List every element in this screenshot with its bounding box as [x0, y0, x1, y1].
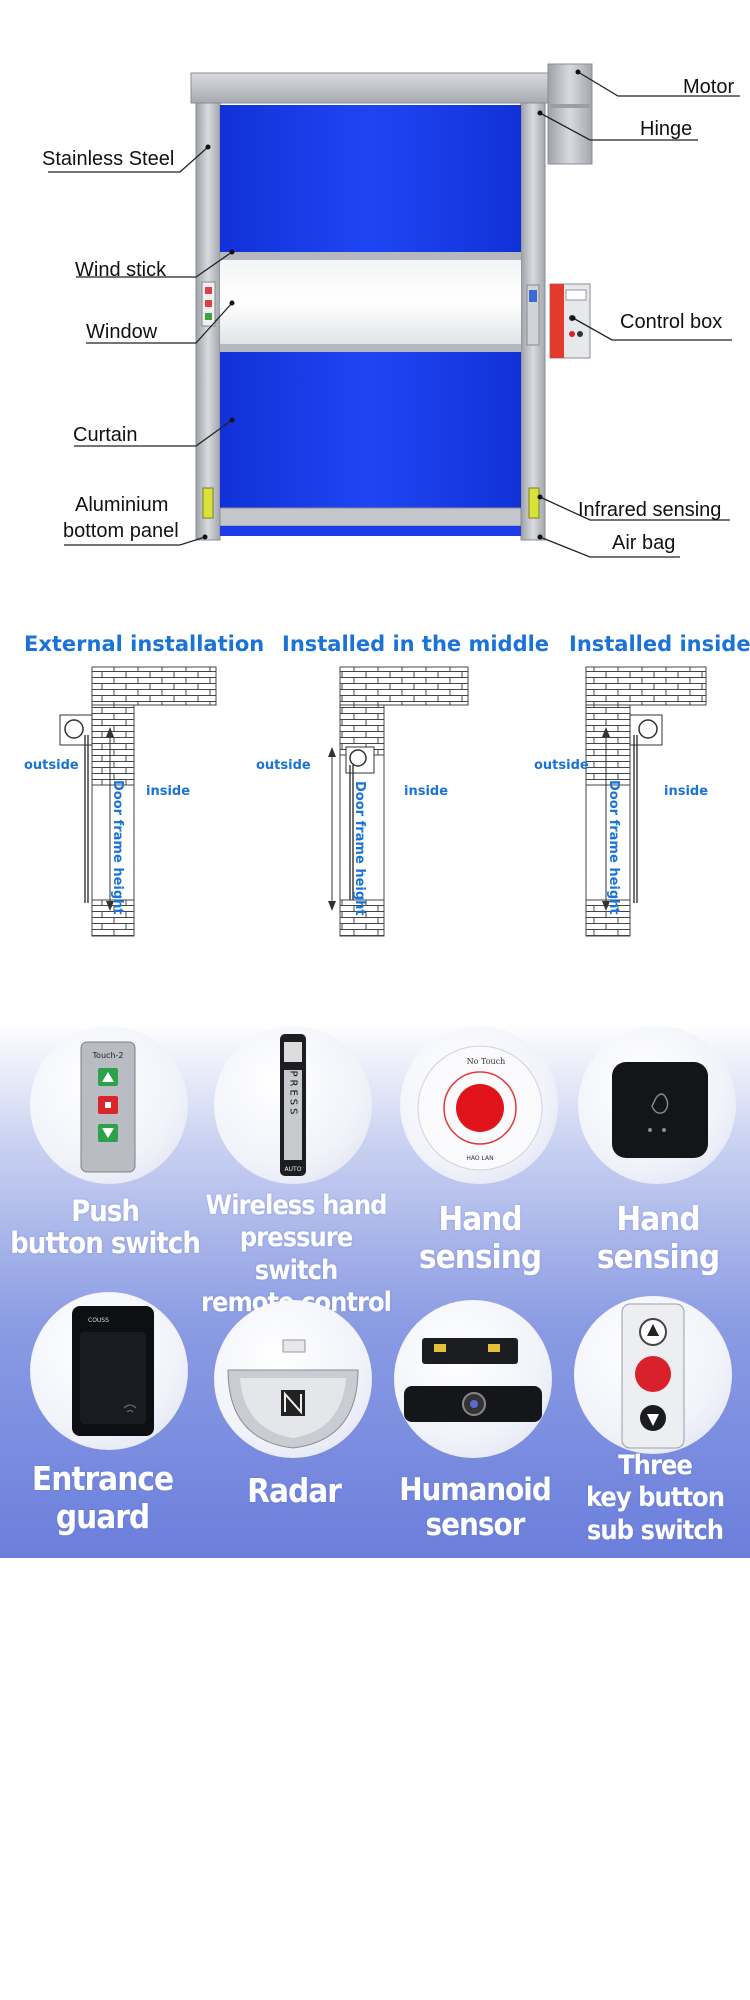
device-entrance-guard: COUSS [30, 1292, 188, 1450]
svg-text:HAO LAN: HAO LAN [466, 1155, 493, 1162]
three-key-switch-icon [621, 1303, 685, 1449]
diagram-installed-inside: Installed inside outside inside Door fra… [534, 632, 750, 937]
label-bottom-panel: bottom panel [63, 520, 179, 542]
caption-humanoid-sensor: Humanoid sensor [399, 1472, 552, 1543]
label-wind-stick: Wind stick [75, 259, 167, 281]
access-control-devices: Touch-2 PRESS AUTO No Touch HAO LAN [0, 950, 750, 1558]
label-inside-middle: inside [404, 784, 448, 799]
title-external-installation: External installation [24, 632, 264, 656]
caption-radar: Radar [247, 1471, 342, 1510]
label-height-inside: Door frame height [606, 780, 621, 915]
hand-wave-sensor-icon [612, 1062, 708, 1158]
label-control-box: Control box [620, 311, 722, 333]
label-height-middle: Door frame height [352, 781, 367, 916]
device-humanoid-sensor [394, 1300, 552, 1458]
label-infrared-sensing: Infrared sensing [578, 499, 721, 521]
label-inside-external: inside [146, 784, 190, 799]
no-touch-button-icon: No Touch HAO LAN [417, 1045, 543, 1171]
blank-area [0, 1558, 750, 2000]
title-installed-middle: Installed in the middle [282, 632, 549, 656]
radar-sensor-icon [227, 1339, 359, 1449]
wireless-press-switch-icon: PRESS AUTO [280, 1034, 306, 1176]
diagram-installed-middle: Installed in the middle outside inside D… [256, 632, 549, 937]
title-installed-inside: Installed inside [569, 632, 750, 656]
device-hand-wave-sensor [578, 1026, 736, 1184]
label-stainless-steel: Stainless Steel [42, 148, 174, 170]
door-diagram: Motor Hinge Stainless Steel Wind stick W… [0, 0, 750, 575]
svg-text:AUTO: AUTO [285, 1166, 302, 1173]
device-wireless-press-switch: PRESS AUTO [214, 1026, 372, 1184]
label-aluminium: Aluminium [75, 494, 168, 516]
device-push-button-switch: Touch-2 [30, 1026, 188, 1184]
label-outside-middle: outside [256, 758, 311, 773]
top-housing [190, 72, 552, 104]
svg-text:Touch-2: Touch-2 [92, 1051, 124, 1060]
diagram-external-installation: External installation outside inside Doo… [24, 632, 264, 937]
curtain-lower [220, 352, 521, 510]
entrance-guard-icon: COUSS [72, 1306, 154, 1436]
svg-text:COUSS: COUSS [88, 1317, 109, 1324]
label-inside-inside: inside [664, 784, 708, 799]
device-three-key-switch [574, 1296, 732, 1454]
label-height-external: Door frame height [110, 780, 125, 915]
device-radar [214, 1300, 372, 1458]
svg-text:PRESS: PRESS [288, 1071, 299, 1118]
device-no-touch-button: No Touch HAO LAN [400, 1026, 558, 1184]
motor-box [547, 63, 593, 165]
installation-diagrams: External installation outside inside Doo… [24, 632, 750, 937]
push-button-switch-icon: Touch-2 [80, 1041, 136, 1173]
label-motor: Motor [683, 76, 734, 98]
label-air-bag: Air bag [612, 532, 675, 554]
label-outside-inside: outside [534, 758, 589, 773]
infrared-sensor-left [202, 487, 214, 519]
label-hinge: Hinge [640, 118, 692, 140]
window-panel [220, 260, 521, 346]
svg-text:No Touch: No Touch [467, 1057, 506, 1066]
curtain-upper [220, 105, 521, 253]
humanoid-sensor-icon [404, 1338, 542, 1422]
label-outside-external: outside [24, 758, 79, 773]
infrared-sensor-right [528, 487, 540, 519]
label-curtain: Curtain [73, 424, 137, 446]
installation-methods: External installation outside inside Doo… [0, 575, 750, 950]
label-window: Window [86, 321, 158, 343]
wind-stick-bar [220, 252, 521, 260]
high-speed-door-illustration: Motor Hinge Stainless Steel Wind stick W… [42, 63, 740, 558]
bottom-panel [219, 507, 522, 527]
